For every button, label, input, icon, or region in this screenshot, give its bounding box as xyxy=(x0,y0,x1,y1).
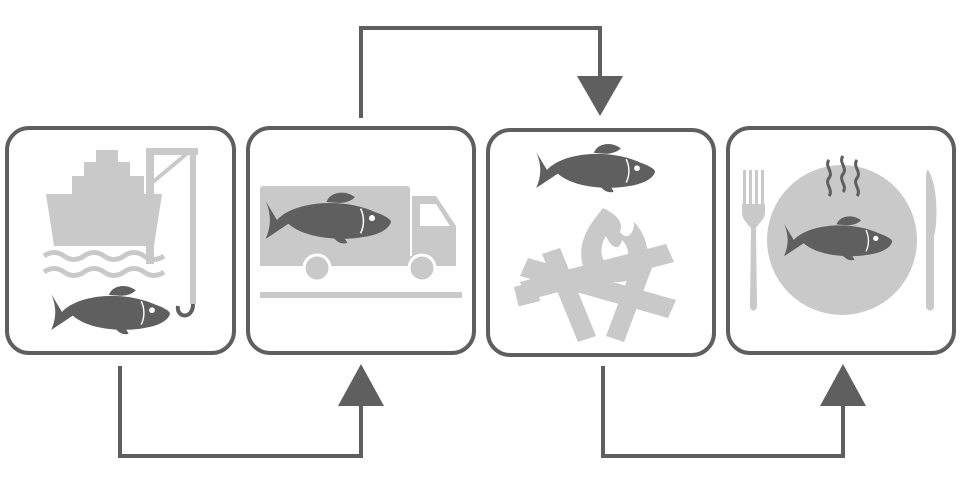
step-card-cook xyxy=(486,128,716,357)
connector-transport-to-cook xyxy=(359,26,602,118)
arrowhead-up-icon xyxy=(820,364,866,406)
road-line-icon xyxy=(260,292,462,298)
step-card-transport xyxy=(246,126,476,355)
step-card-serve xyxy=(726,126,956,355)
steam-icon xyxy=(826,155,860,197)
campfire-icon xyxy=(513,208,676,342)
crane-hook-icon xyxy=(146,148,198,318)
fork-icon xyxy=(742,170,765,311)
waves-icon xyxy=(42,250,166,278)
connector-cook-to-serve xyxy=(601,366,845,458)
connector-catch-to-transport xyxy=(118,366,363,458)
knife-icon xyxy=(926,170,937,311)
step-card-catch xyxy=(5,126,236,355)
ship-icon xyxy=(46,150,162,246)
arrowhead-down-icon xyxy=(577,76,623,116)
arrowhead-up-icon xyxy=(338,364,384,406)
